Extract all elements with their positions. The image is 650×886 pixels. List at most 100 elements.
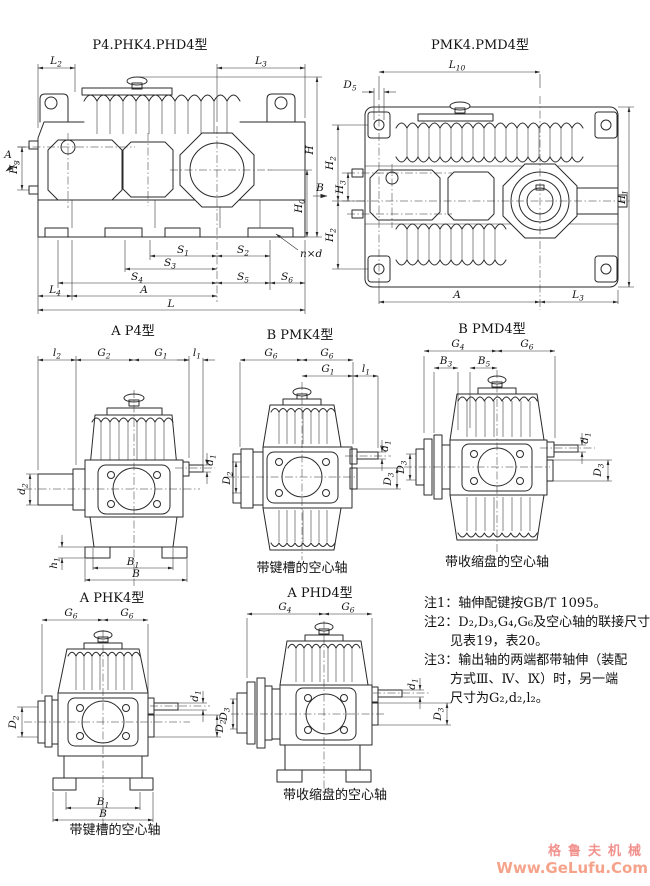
b-pmd4-drawing: B PMD4型 G4 G6 B3 B5	[395, 322, 612, 570]
dimensions: l2 G2 G1 l1 d2 d1 h1 B1 B	[16, 347, 218, 582]
dimensions: L2 L3 H H0 A H3 B n×d S1 S2 S3 S4 S5 S6 …	[3, 55, 328, 314]
housing	[232, 387, 379, 551]
dim-label-D3-right: D3	[592, 463, 606, 477]
dim-label-D3-left: D3	[218, 707, 232, 721]
view-title-a-phk4: A PHK4型	[79, 591, 145, 606]
cooling-fins	[395, 122, 584, 129]
dim-label-h1: h1	[48, 557, 62, 569]
dim-label-H2b: H2	[324, 228, 338, 243]
dim-label-H: H	[304, 145, 316, 156]
output-flange	[266, 451, 339, 504]
dim-label-A: A	[452, 289, 461, 301]
input-shaft-stub	[28, 140, 39, 150]
dim-label-L3: L3	[254, 55, 267, 69]
view-title-b-pmk4: B PMK4型	[267, 328, 334, 343]
dim-label-d1: d1	[379, 440, 393, 452]
foot	[129, 777, 154, 791]
a-p4-drawing: A P4型 l2 G2 G1 l1 d2 d1	[16, 324, 218, 586]
centerlines	[18, 126, 272, 302]
dim-label-H3: H3	[334, 180, 348, 195]
dim-label-d1: d1	[189, 690, 203, 702]
cooling-fins	[270, 542, 336, 547]
lifting-lug	[39, 93, 69, 123]
dimensions: L10 D5 H2 H3 H2 H1 A L3	[324, 59, 634, 304]
dim-label-l1: l1	[193, 347, 201, 361]
housing	[37, 630, 179, 791]
dim-label-G6: G6	[520, 338, 533, 352]
dim-label-G2: G2	[97, 347, 110, 361]
dim-label-D3-right: D3	[432, 707, 446, 721]
centerlines	[231, 621, 430, 790]
cooling-fins	[457, 532, 538, 538]
view-title-a-p4: A P4型	[110, 324, 155, 339]
cooling-fins	[287, 643, 361, 649]
dimensions: G6 G6 D2 d1 D2 B1 B	[7, 607, 228, 822]
notes-block: 注1：轴伸配键按GB/T 1095。 注2：D₂,D₃,G₄,G₆及空心轴的联接…	[424, 592, 650, 706]
hollow-shaft-end	[44, 695, 53, 748]
watermark-url: Www.GeLufu.Com	[496, 859, 648, 877]
housing	[28, 76, 306, 238]
dim-label-S4: S4	[131, 271, 143, 285]
dim-label-G6: G6	[264, 347, 277, 361]
dim-label-d2: d2	[16, 483, 30, 495]
dim-label-G6: G6	[64, 607, 77, 621]
caption-b-pmd4: 带收缩盘的空心轴	[445, 554, 549, 570]
dim-label-G1: G1	[154, 347, 167, 361]
foot	[161, 546, 188, 559]
centerlines	[342, 96, 632, 310]
cooling-fins	[83, 94, 241, 102]
caption-a-phk4: 带键槽的空心轴	[69, 822, 160, 838]
dim-label-D2-left: D2	[7, 715, 21, 729]
dim-label-B: B	[98, 808, 107, 820]
output-shaft	[37, 473, 74, 506]
shrink-disk	[236, 677, 281, 749]
dim-label-A: A	[139, 284, 148, 296]
dim-label-B: B	[131, 568, 140, 580]
view-title-b-pmd4: B PMD4型	[458, 322, 525, 337]
dim-label-G4: G4	[278, 601, 291, 615]
cooling-fins	[270, 408, 336, 413]
dim-label-d1: d1	[406, 678, 420, 690]
dim-label-l1: l1	[362, 363, 370, 377]
a-phk4-drawing: A PHK4型 G6 G6 D2 d1 D2	[7, 591, 228, 838]
hollow-shaft-end	[240, 448, 254, 509]
cooling-fins	[91, 417, 174, 423]
dim-label-L10: L10	[448, 59, 466, 73]
cooling-fins	[67, 651, 141, 657]
caption-b-pmk4: 带键槽的空心轴	[256, 560, 347, 576]
dim-label-S5: S5	[237, 271, 249, 285]
foot	[276, 769, 303, 783]
inspection-window	[369, 169, 441, 221]
dim-label-G4: G4	[451, 338, 464, 352]
dim-label-H0: H0	[293, 199, 307, 214]
dim-label-G6b: G6	[120, 607, 133, 621]
view-arrow-label-A: A	[3, 149, 12, 161]
note-line-3c: 尺寸为G₂,d₂,l₂。	[450, 691, 549, 706]
input-shaft	[188, 464, 204, 473]
view-arrow-label-B: B	[315, 182, 324, 194]
dim-label-B5: B5	[477, 355, 491, 369]
foot-pad	[594, 111, 618, 139]
dim-label-L3: L3	[571, 289, 584, 303]
dim-label-S2: S2	[237, 244, 249, 258]
note-line-1: 注1：轴伸配键按GB/T 1095。	[424, 596, 607, 611]
dim-label-G6: G6	[341, 601, 354, 615]
dim-label-D5: D5	[342, 79, 356, 93]
dim-label-S6: S6	[281, 271, 293, 285]
centerlines	[404, 370, 595, 554]
dim-label-D2: D2	[221, 471, 235, 485]
dim-label-nxd: n×d	[300, 248, 323, 260]
note-line-3b: 方式Ⅲ、Ⅳ、Ⅸ）时，另一端	[450, 672, 619, 687]
dim-label-H1: H1	[616, 190, 630, 205]
input-shaft	[553, 444, 579, 453]
mounting-hole-leader	[275, 233, 299, 251]
dimensions: G4 G6 B3 B5 D3 d1 D3	[395, 338, 612, 482]
dimensions: G6 G6 G1 l1 D2 d1 D3	[221, 347, 401, 494]
view-title-plan: PMK4.PMD4型	[431, 38, 529, 53]
input-shaft	[356, 451, 379, 460]
note-line-2b: 见表19，表20。	[450, 634, 549, 649]
housing	[37, 393, 204, 559]
oil-plug-icon	[449, 101, 471, 111]
dim-label-S3: S3	[164, 257, 176, 271]
foot	[345, 769, 372, 783]
